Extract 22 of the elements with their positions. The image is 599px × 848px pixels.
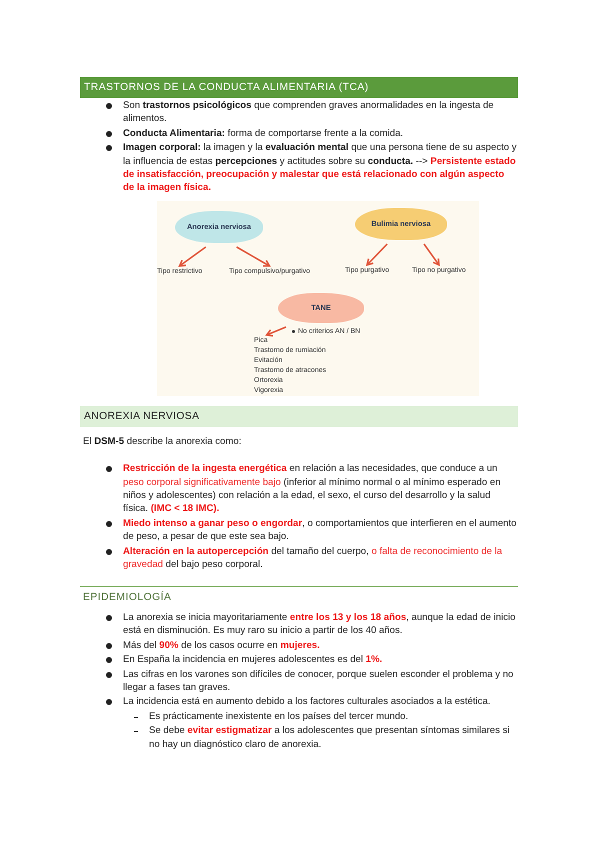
arrow (366, 243, 388, 266)
bullet-text: Más del 90% de los casos ocurre en mujeres. (123, 638, 321, 652)
bullet-text: Son trastornos psicológicos que comprenden graves anormalidades en la ingesta de alimentos. (123, 99, 495, 126)
section-heading: ANOREXIA NERVIOSA (80, 406, 518, 427)
arrow (178, 246, 206, 267)
intro-text: El DSM-5 describe la anorexia como: (83, 434, 242, 448)
bullet-text: Conducta Alimentaria: forma de comportarse frente a la comida. (123, 126, 404, 140)
bullet-text: Se debe evitar estigmatizar a los adolescentes que presentan síntomas similares si no hay un diagnóstico claro de anorexia. (149, 724, 511, 751)
bullet-text: En España la incidencia en mujeres adolescentes es del 1%. (123, 653, 384, 667)
bullet-text: Es prácticamente inexistente en los países del tercer mundo. (149, 710, 410, 724)
bullet-text: Miedo intenso a ganar peso o engordar, o comportamientos que interfieren en el aumento de peso, a pesar de que este sea bajo. (123, 516, 518, 544)
arrow (236, 246, 270, 267)
bullet-text: Restricción de la ingesta energética en relación a las necesidades, que conduce a un peso corporal significativamente bajo (inferior al mínimo normal o al mínimo esperado en niños y adolescentes) con relación a la edad, el sexo, el curso del desarrollo y la salud física. (IMC < 18 IMC). (123, 462, 502, 516)
bullet-text: Imagen corporal: la imagen y la evaluación mental que una persona tiene de su aspecto y la influencia de estas percepciones y actitudes sobre su conducta. --> Persistente estado de insatisfacción, preocupación y malestar que está relacionado con algún aspecto de la imagen física. (123, 141, 518, 195)
section-heading: EPIDEMIOLOGÍA (83, 590, 172, 604)
bullet-text: Las cifras en los varones son difíciles de conocer, porque suelen esconder el problema y no llegar a fases tan graves. (123, 668, 514, 694)
bullet-text: La incidencia está en aumento debido a los factores culturales asociados a la estética. (123, 695, 492, 709)
section-heading: TRASTORNOS DE LA CONDUCTA ALIMENTARIA (TCA) (80, 77, 518, 98)
arrow (423, 243, 440, 266)
bullet-text: Alteración en la autopercepción del tamaño del cuerpo, o falta de reconocimiento de la gravedad del bajo peso corporal. (123, 544, 504, 572)
arrow (266, 326, 286, 336)
bullet-text: La anorexia se inicia mayoritariamente entre los 13 y los 18 años, aunque la edad de inicio está en disminución. Es muy raro su inicio a partir de los 40 años. (123, 610, 517, 638)
